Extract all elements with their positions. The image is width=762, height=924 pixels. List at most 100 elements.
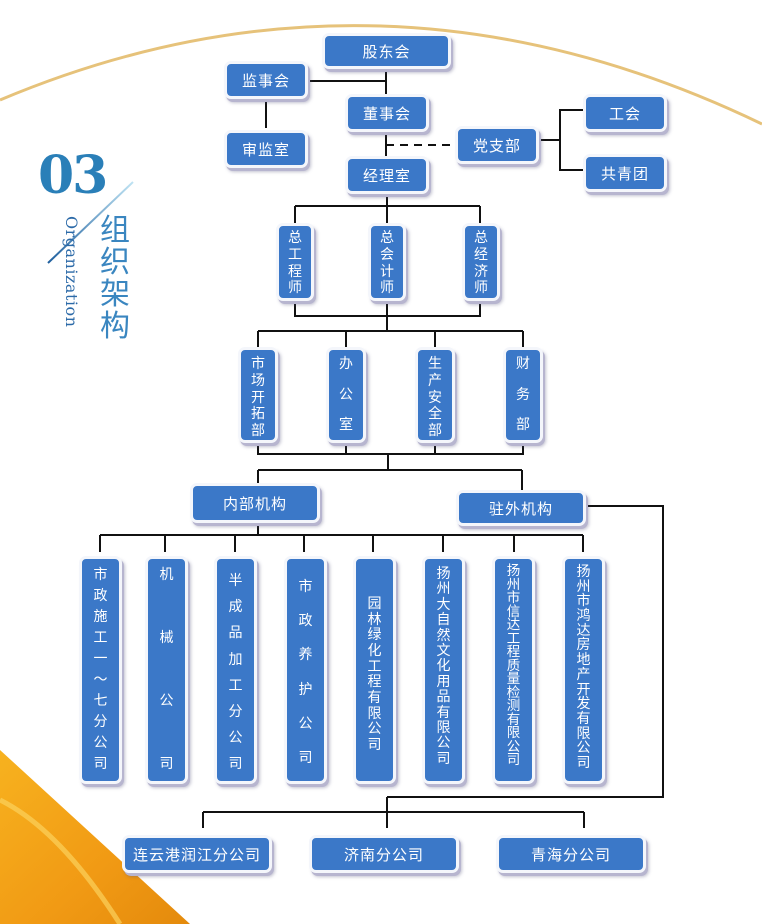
- label-char: 机: [159, 567, 174, 583]
- label-char: 有: [367, 690, 382, 707]
- section-title-chinese: 组织架构: [97, 213, 133, 343]
- node-subsidiary[interactable]: 市政施工一～七分公司: [79, 556, 122, 784]
- label-char: 限: [367, 705, 382, 722]
- node-subsidiary[interactable]: 机械公司: [145, 556, 188, 784]
- label-char: 开: [251, 389, 265, 406]
- label-char: 公: [436, 735, 451, 752]
- node-shareholders[interactable]: 股东会: [322, 33, 451, 69]
- title-char: 组: [100, 213, 130, 248]
- label-char: 司: [576, 754, 591, 771]
- node-trade-union[interactable]: 工会: [583, 94, 667, 132]
- label-char: 自: [436, 612, 451, 629]
- node-party-branch[interactable]: 党支部: [455, 126, 539, 164]
- label-char: 一: [93, 651, 108, 668]
- label-char: 公: [93, 735, 108, 752]
- label-char: 市: [251, 356, 265, 372]
- node-subsidiary[interactable]: 半成品加工分公司: [214, 556, 257, 784]
- node-branch-qinghai[interactable]: 青海分公司: [496, 835, 646, 873]
- node-external-units[interactable]: 驻外机构: [456, 490, 586, 526]
- section-title-english: Organization: [62, 216, 81, 328]
- label-char: 师: [474, 280, 488, 297]
- node-market-dept[interactable]: 市场开拓部: [238, 347, 278, 443]
- label-char: 司: [228, 756, 243, 773]
- label-char: 护: [298, 681, 313, 698]
- label-char: 司: [159, 756, 174, 773]
- orange-corner: [0, 750, 190, 924]
- node-branch-lianyungang[interactable]: 连云港润江分公司: [122, 835, 272, 873]
- title-char: 织: [100, 245, 130, 281]
- title-slash: [47, 181, 134, 264]
- label-char: 拓: [251, 406, 265, 423]
- label-char: 司: [506, 752, 521, 768]
- node-subsidiary[interactable]: 扬州市信达工程质量检测有限公司: [492, 556, 535, 784]
- label-char: 经: [474, 246, 488, 263]
- node-chief-engineer[interactable]: 总工程师: [276, 223, 314, 301]
- label-char: 开: [576, 681, 591, 698]
- node-label: 扬州大自然文化用品有限公司: [436, 566, 451, 781]
- label-char: 公: [228, 730, 243, 747]
- node-audit-office[interactable]: 审监室: [224, 130, 308, 168]
- label-char: 工: [93, 630, 108, 647]
- node-office[interactable]: 办公室: [326, 347, 366, 443]
- label-char: 品: [436, 689, 451, 706]
- node-production-safety-dept[interactable]: 生产安全部: [415, 347, 455, 443]
- label-char: 发: [576, 696, 591, 713]
- label-char: 政: [93, 588, 108, 605]
- label-char: 工: [288, 246, 302, 263]
- label-char: 生: [428, 356, 442, 372]
- node-internal-units[interactable]: 内部机构: [190, 483, 320, 523]
- label-char: 公: [576, 740, 591, 757]
- label-char: 公: [339, 386, 353, 403]
- node-subsidiary[interactable]: 园林绿化工程有限公司: [353, 556, 396, 784]
- label-char: 师: [380, 280, 394, 297]
- label-char: 工: [506, 630, 521, 647]
- label-char: 全: [428, 406, 442, 423]
- node-board-of-directors[interactable]: 董事会: [345, 94, 429, 132]
- node-subsidiary[interactable]: 扬州大自然文化用品有限公司: [422, 556, 465, 784]
- node-finance-dept[interactable]: 财务部: [503, 347, 543, 443]
- label-char: 总: [474, 230, 488, 246]
- label-char: 有: [576, 710, 591, 727]
- node-chief-accountant[interactable]: 总会计师: [368, 223, 406, 301]
- label-char: 有: [436, 704, 451, 721]
- label-char: 加: [228, 651, 243, 668]
- label-char: 公: [159, 693, 174, 710]
- label-char: 司: [93, 756, 108, 773]
- label-char: 有: [506, 711, 521, 728]
- section-number: 03: [38, 145, 108, 206]
- node-label: 市政施工一～七分公司: [94, 567, 108, 773]
- label-char: 司: [298, 750, 313, 767]
- connector: [387, 505, 664, 798]
- label-char: 市: [576, 593, 591, 610]
- label-char: 品: [228, 625, 243, 642]
- node-subsidiary[interactable]: 市政养护公司: [284, 556, 327, 784]
- label-char: 扬: [506, 563, 521, 579]
- label-char: 达: [576, 622, 591, 639]
- node-youth-league[interactable]: 共青团: [583, 154, 667, 192]
- label-char: 室: [339, 417, 353, 434]
- connector: [559, 140, 584, 171]
- label-char: 工: [228, 677, 243, 694]
- node-supervisory-board[interactable]: 监事会: [224, 61, 308, 99]
- label-char: 养: [298, 647, 313, 664]
- label-char: 检: [506, 684, 521, 701]
- label-char: 务: [516, 386, 530, 403]
- label-char: 鸿: [576, 608, 591, 625]
- label-char: 市: [298, 579, 313, 595]
- label-char: 场: [251, 372, 265, 389]
- label-char: 州: [576, 578, 591, 595]
- label-char: 州: [436, 581, 451, 598]
- node-branch-jinan[interactable]: 济南分公司: [309, 835, 459, 873]
- label-char: 限: [576, 725, 591, 742]
- node-manager-office[interactable]: 经理室: [345, 156, 429, 194]
- label-char: 分: [93, 714, 108, 731]
- node-chief-economist[interactable]: 总经济师: [462, 223, 500, 301]
- label-char: 办: [339, 356, 353, 372]
- label-char: 然: [436, 627, 451, 644]
- node-subsidiary[interactable]: 扬州市鸿达房地产开发有限公司: [562, 556, 605, 784]
- orange-corner-highlight: [0, 797, 123, 924]
- node-label: 园林绿化工程有限公司: [367, 596, 382, 781]
- label-char: 程: [506, 644, 521, 660]
